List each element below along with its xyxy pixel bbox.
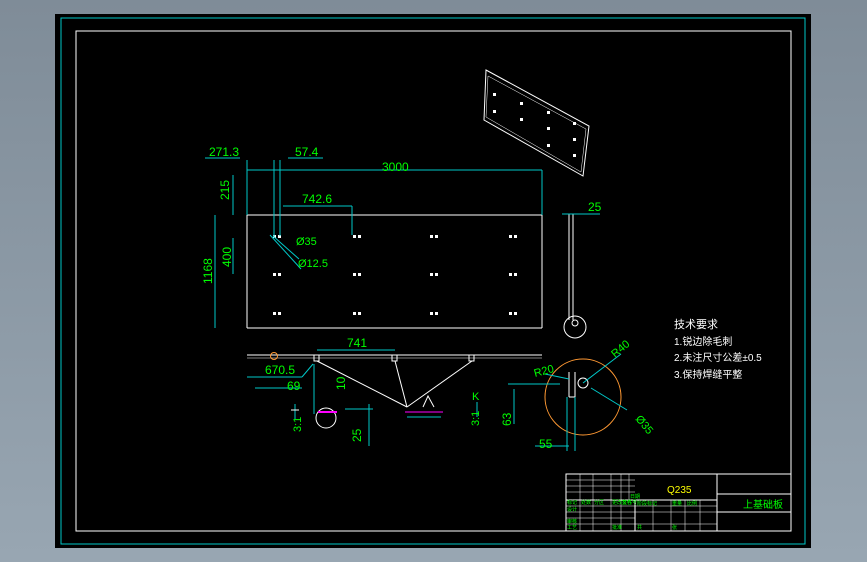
cell-zhang: 张 — [672, 524, 677, 531]
cell-jieduan: 阶段标记 — [637, 500, 657, 507]
cell-gong: 共 — [637, 524, 642, 531]
cell-bili: 比例 — [687, 500, 697, 507]
dim-phi12-5: Ø12.5 — [298, 258, 328, 270]
section-left-ratio: 3:1 — [292, 417, 304, 432]
tech-note-1: 1.锐边除毛刺 — [674, 335, 732, 348]
dim-63: 63 — [500, 412, 514, 426]
dim-670-5: 670.5 — [265, 363, 295, 377]
technical-notes: 技术要求 1.锐边除毛刺 2.未注尺寸公差±0.5 3.保持焊缝平整 — [674, 318, 762, 381]
dim-400: 400 — [220, 247, 234, 267]
cell-sheji: 设计 — [567, 506, 577, 513]
dim-57-4: 57.4 — [295, 145, 319, 159]
cell-wenjian: 更改文件号 — [612, 499, 637, 506]
cad-drawing: 271.3 57.4 3000 215 742.6 Ø35 400 1168 Ø… — [60, 17, 806, 545]
dim-69: 69 — [287, 379, 301, 393]
cell-gongyi: 工艺 — [567, 525, 577, 531]
tech-note-2: 2.未注尺寸公差±0.5 — [674, 351, 762, 364]
dim-r40: R40 — [609, 338, 632, 360]
dim-3000: 3000 — [382, 160, 409, 174]
front-view-dim-lines — [205, 157, 543, 328]
section-right-ratio: 3:1 — [470, 411, 482, 426]
dim-215: 215 — [218, 180, 232, 200]
title-material: Q235 — [667, 485, 692, 496]
dim-742-6: 742.6 — [302, 192, 332, 206]
dim-phi35-hole: Ø35 — [296, 236, 317, 248]
hole-pattern — [273, 235, 517, 315]
dim-phi35-lug: Ø35 — [633, 413, 656, 437]
dim-741: 741 — [347, 336, 367, 350]
cell-shenhe: 审核 — [567, 518, 577, 525]
isometric-plate-view — [483, 69, 590, 177]
dim-10: 10 — [334, 376, 348, 390]
lug-detail: R20 R40 Ø35 63 55 — [500, 338, 655, 451]
front-plate-view: 271.3 57.4 3000 215 742.6 Ø35 400 1168 Ø… — [201, 145, 543, 329]
outer-frame — [60, 17, 806, 545]
cell-qianming: 签名 — [622, 499, 632, 506]
cell-biaoji: 标记 — [567, 499, 577, 506]
dim-271-3: 271.3 — [209, 145, 239, 159]
bracket-view: 741 670.5 69 10 25 3:1 K 3:1 — [247, 336, 542, 446]
dim-55: 55 — [539, 437, 553, 451]
section-right-letter: K — [472, 391, 480, 403]
inner-frame — [75, 30, 792, 532]
cell-fenqu: 分区 — [594, 499, 604, 506]
dim-r20: R20 — [533, 363, 556, 380]
drawing-sheet: 271.3 57.4 3000 215 742.6 Ø35 400 1168 Ø… — [55, 14, 811, 548]
dim-1168: 1168 — [201, 258, 215, 284]
dim-25-top: 25 — [588, 200, 602, 214]
side-view: 25 — [562, 200, 602, 339]
cell-pizhun: 批准 — [612, 524, 622, 531]
cell-zhongliang: 重量 — [672, 500, 682, 507]
title-block: Q235 上基础板 标记 处数 分区 更改文件号 签名 日期 设计 审核 工艺 … — [565, 473, 792, 532]
cell-chushu: 处数 — [581, 499, 591, 506]
dim-25-side: 25 — [350, 428, 364, 442]
cell-riqi: 日期 — [630, 494, 640, 500]
title-part-name: 上基础板 — [743, 498, 783, 511]
tech-notes-title: 技术要求 — [674, 318, 718, 331]
tech-note-3: 3.保持焊缝平整 — [674, 368, 742, 381]
